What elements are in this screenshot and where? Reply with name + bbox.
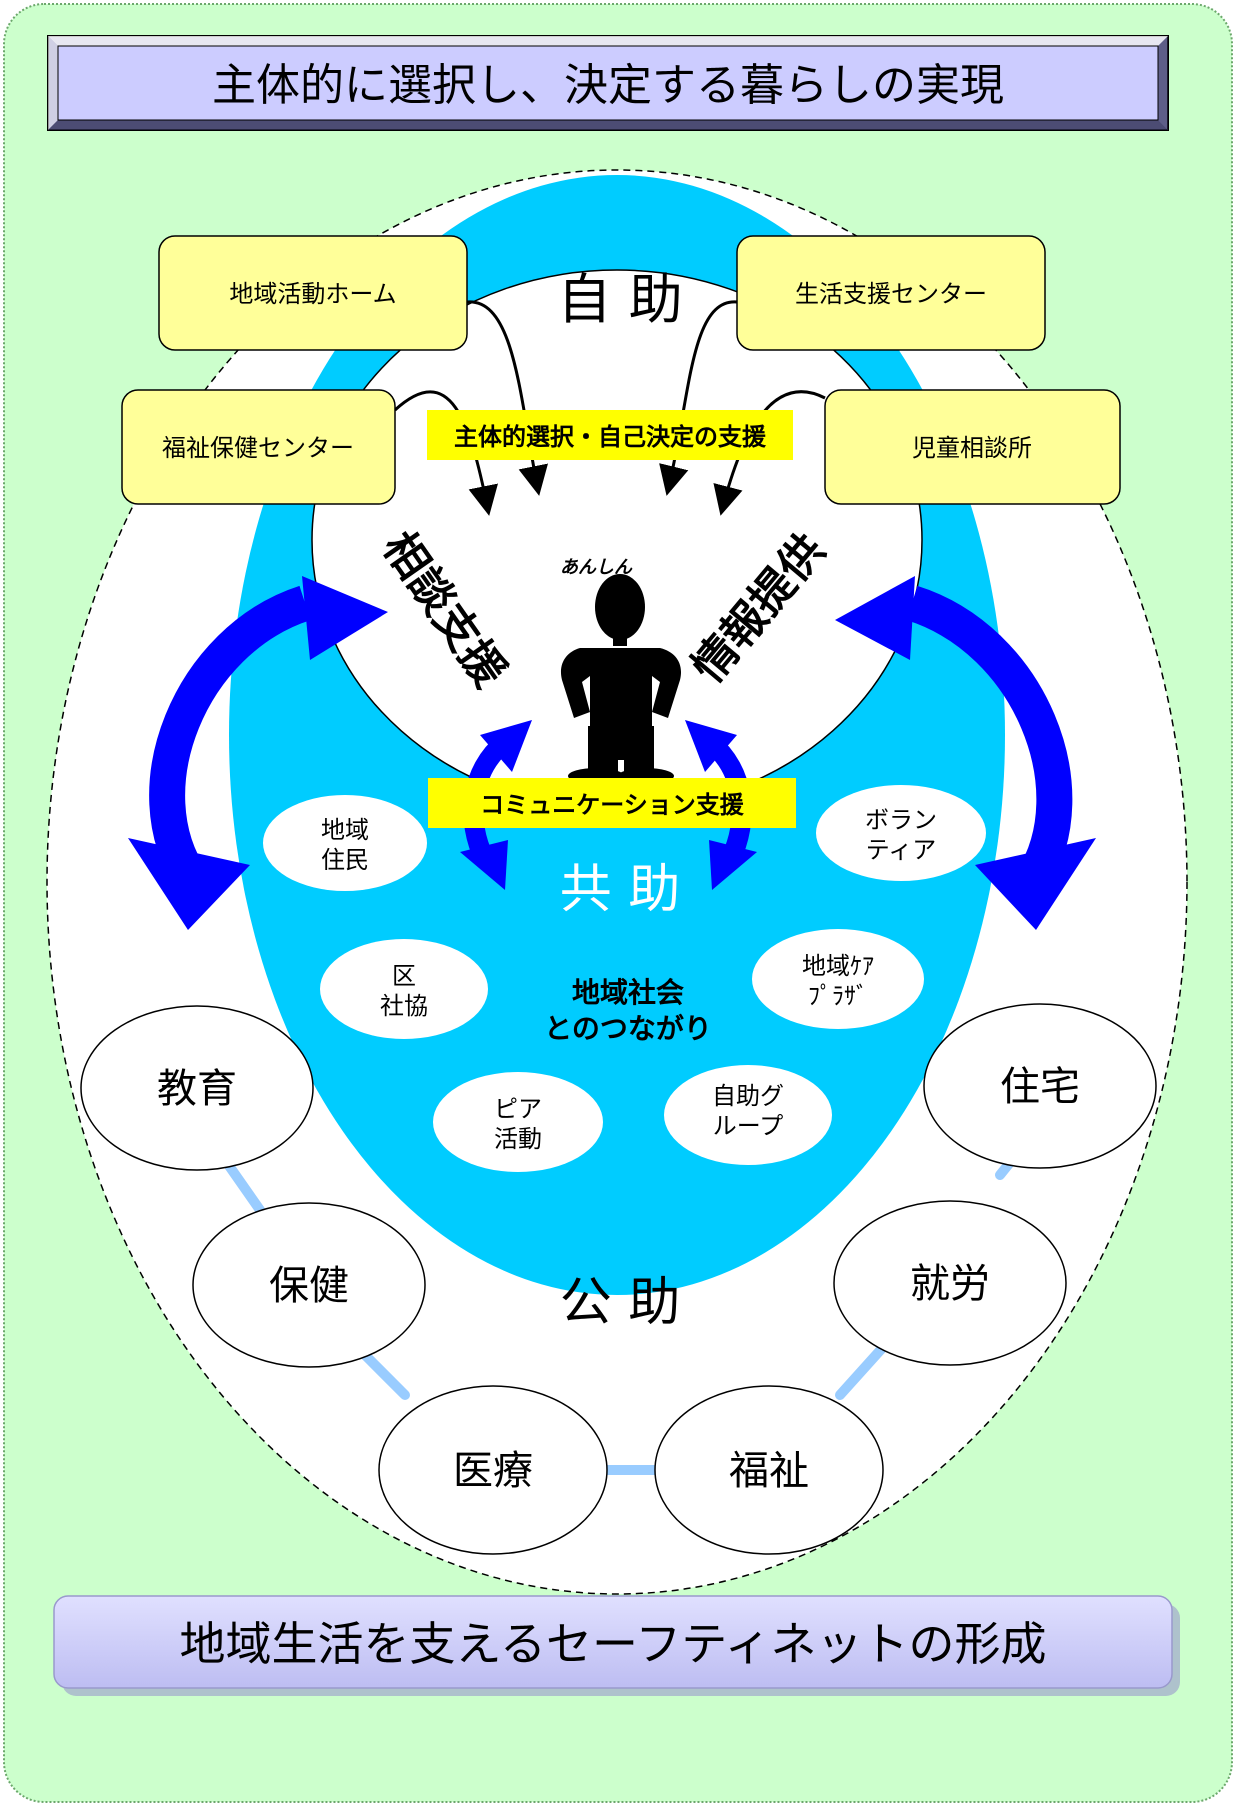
community-resource-ward-council: 区 社協 [320, 939, 488, 1039]
public-service-medical: 医療 [378, 1385, 608, 1555]
communication-support-box [428, 778, 796, 828]
institution-welfare-health-center: 福祉保健センター [121, 389, 396, 505]
resource-label-line1: 自助グ [712, 1082, 784, 1110]
institution-label: 地域活動ホーム [229, 280, 396, 308]
institution-activity-home: 地域活動ホーム [158, 235, 468, 351]
self-help-label: 自 助 [557, 268, 682, 331]
choice-support-label: 主体的選択・自己決定の支援 [454, 423, 767, 451]
resource-label-line2: ﾌﾟﾗｻﾞ [808, 982, 868, 1010]
communication-support-label: コミュニケーション支援 [480, 791, 745, 819]
resource-label-line1: ピア [494, 1095, 542, 1123]
resource-label-line2: 社協 [380, 992, 428, 1020]
community-resource-care-plaza: 地域ｹｱ ﾌﾟﾗｻﾞ [752, 929, 924, 1029]
community-resource-volunteer: ボラン ティア [816, 785, 986, 881]
service-label: 住宅 [1000, 1064, 1080, 1110]
service-label: 福祉 [729, 1448, 809, 1494]
right-blue-double-arrow [835, 576, 1096, 930]
resource-label-line1: 区 [392, 962, 416, 990]
public-service-housing: 住宅 [923, 1003, 1157, 1169]
person-caption: あんしん [560, 557, 633, 578]
public-service-welfare: 福祉 [654, 1385, 884, 1555]
community-resource-self-help-group: 自助グ ループ [664, 1065, 832, 1165]
service-label: 医療 [453, 1448, 533, 1494]
public-service-employment: 就労 [833, 1200, 1067, 1366]
footer-banner: 地域生活を支えるセーフティネットの形成 [53, 1595, 1180, 1696]
public-service-education: 教育 [80, 1005, 314, 1171]
communication-arrow-right [685, 720, 757, 890]
mutual-help-label: 共 助 [560, 860, 681, 920]
institution-child-consultation: 児童相談所 [824, 389, 1121, 505]
resource-label-line2: 住民 [321, 846, 369, 874]
title-banner: 主体的に選択し、決定する暮らしの実現 [47, 35, 1169, 131]
service-label: 就労 [910, 1261, 990, 1307]
institution-label: 児童相談所 [912, 434, 1032, 462]
community-resource-peer-activity: ピア 活動 [433, 1072, 603, 1172]
resource-label-line1: ボラン [865, 806, 937, 834]
resource-label-line2: ループ [713, 1112, 784, 1140]
left-blue-double-arrow [128, 576, 388, 930]
person-silhouette-icon [560, 574, 682, 784]
footer-text: 地域生活を支えるセーフティネットの形成 [179, 1617, 1046, 1671]
service-label: 保健 [269, 1263, 349, 1309]
institution-label: 生活支援センター [795, 280, 987, 308]
institution-life-support-center: 生活支援センター [736, 235, 1046, 351]
community-connection-line2: とのつながり [544, 1012, 712, 1045]
resource-label-line1: 地域ｹｱ [802, 952, 874, 980]
community-connection-line1: 地域社会 [572, 976, 684, 1009]
choice-support-box [427, 410, 793, 460]
service-label: 教育 [157, 1066, 237, 1112]
public-service-health: 保健 [192, 1202, 426, 1368]
resource-label-line2: ティア [866, 836, 937, 864]
page-title: 主体的に選択し、決定する暮らしの実現 [212, 60, 1004, 111]
institution-label: 福祉保健センター [162, 434, 354, 462]
community-resource-residents: 地域 住民 [263, 795, 427, 891]
public-help-label: 公 助 [560, 1273, 681, 1333]
resource-label-line1: 地域 [321, 816, 369, 844]
resource-label-line2: 活動 [494, 1125, 542, 1153]
